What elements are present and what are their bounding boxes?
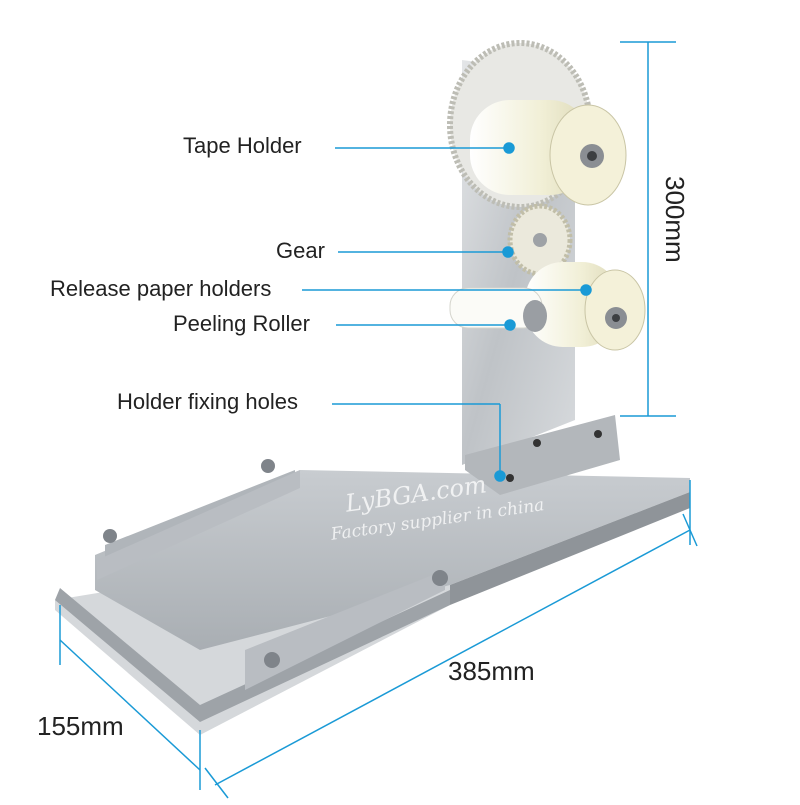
- base-right-section: [450, 492, 690, 605]
- fixing-hole-3: [506, 474, 514, 482]
- label-tape-holder: Tape Holder: [183, 133, 302, 158]
- base-plate-top: [95, 470, 690, 650]
- screw-4: [264, 652, 280, 668]
- bracket-front: [245, 570, 445, 690]
- label-holder-fixing-holes: Holder fixing holes: [117, 389, 298, 414]
- base-plate-front: [55, 588, 450, 722]
- bracket-back: [97, 470, 300, 580]
- callout-lines: [302, 142, 592, 482]
- fixing-hole-2: [594, 430, 602, 438]
- screw-3: [432, 570, 448, 586]
- label-gear: Gear: [276, 238, 325, 263]
- screw-2: [103, 529, 117, 543]
- label-release-paper-holders: Release paper holders: [50, 276, 272, 301]
- label-peeling-roller: Peeling Roller: [173, 311, 310, 336]
- fixing-hole-1: [533, 439, 541, 447]
- dimension-height: 300mm: [660, 176, 690, 263]
- screw-1: [261, 459, 275, 473]
- dimension-width: 155mm: [37, 711, 124, 741]
- dimension-length: 385mm: [448, 656, 535, 686]
- dimension-lines: [59, 41, 698, 799]
